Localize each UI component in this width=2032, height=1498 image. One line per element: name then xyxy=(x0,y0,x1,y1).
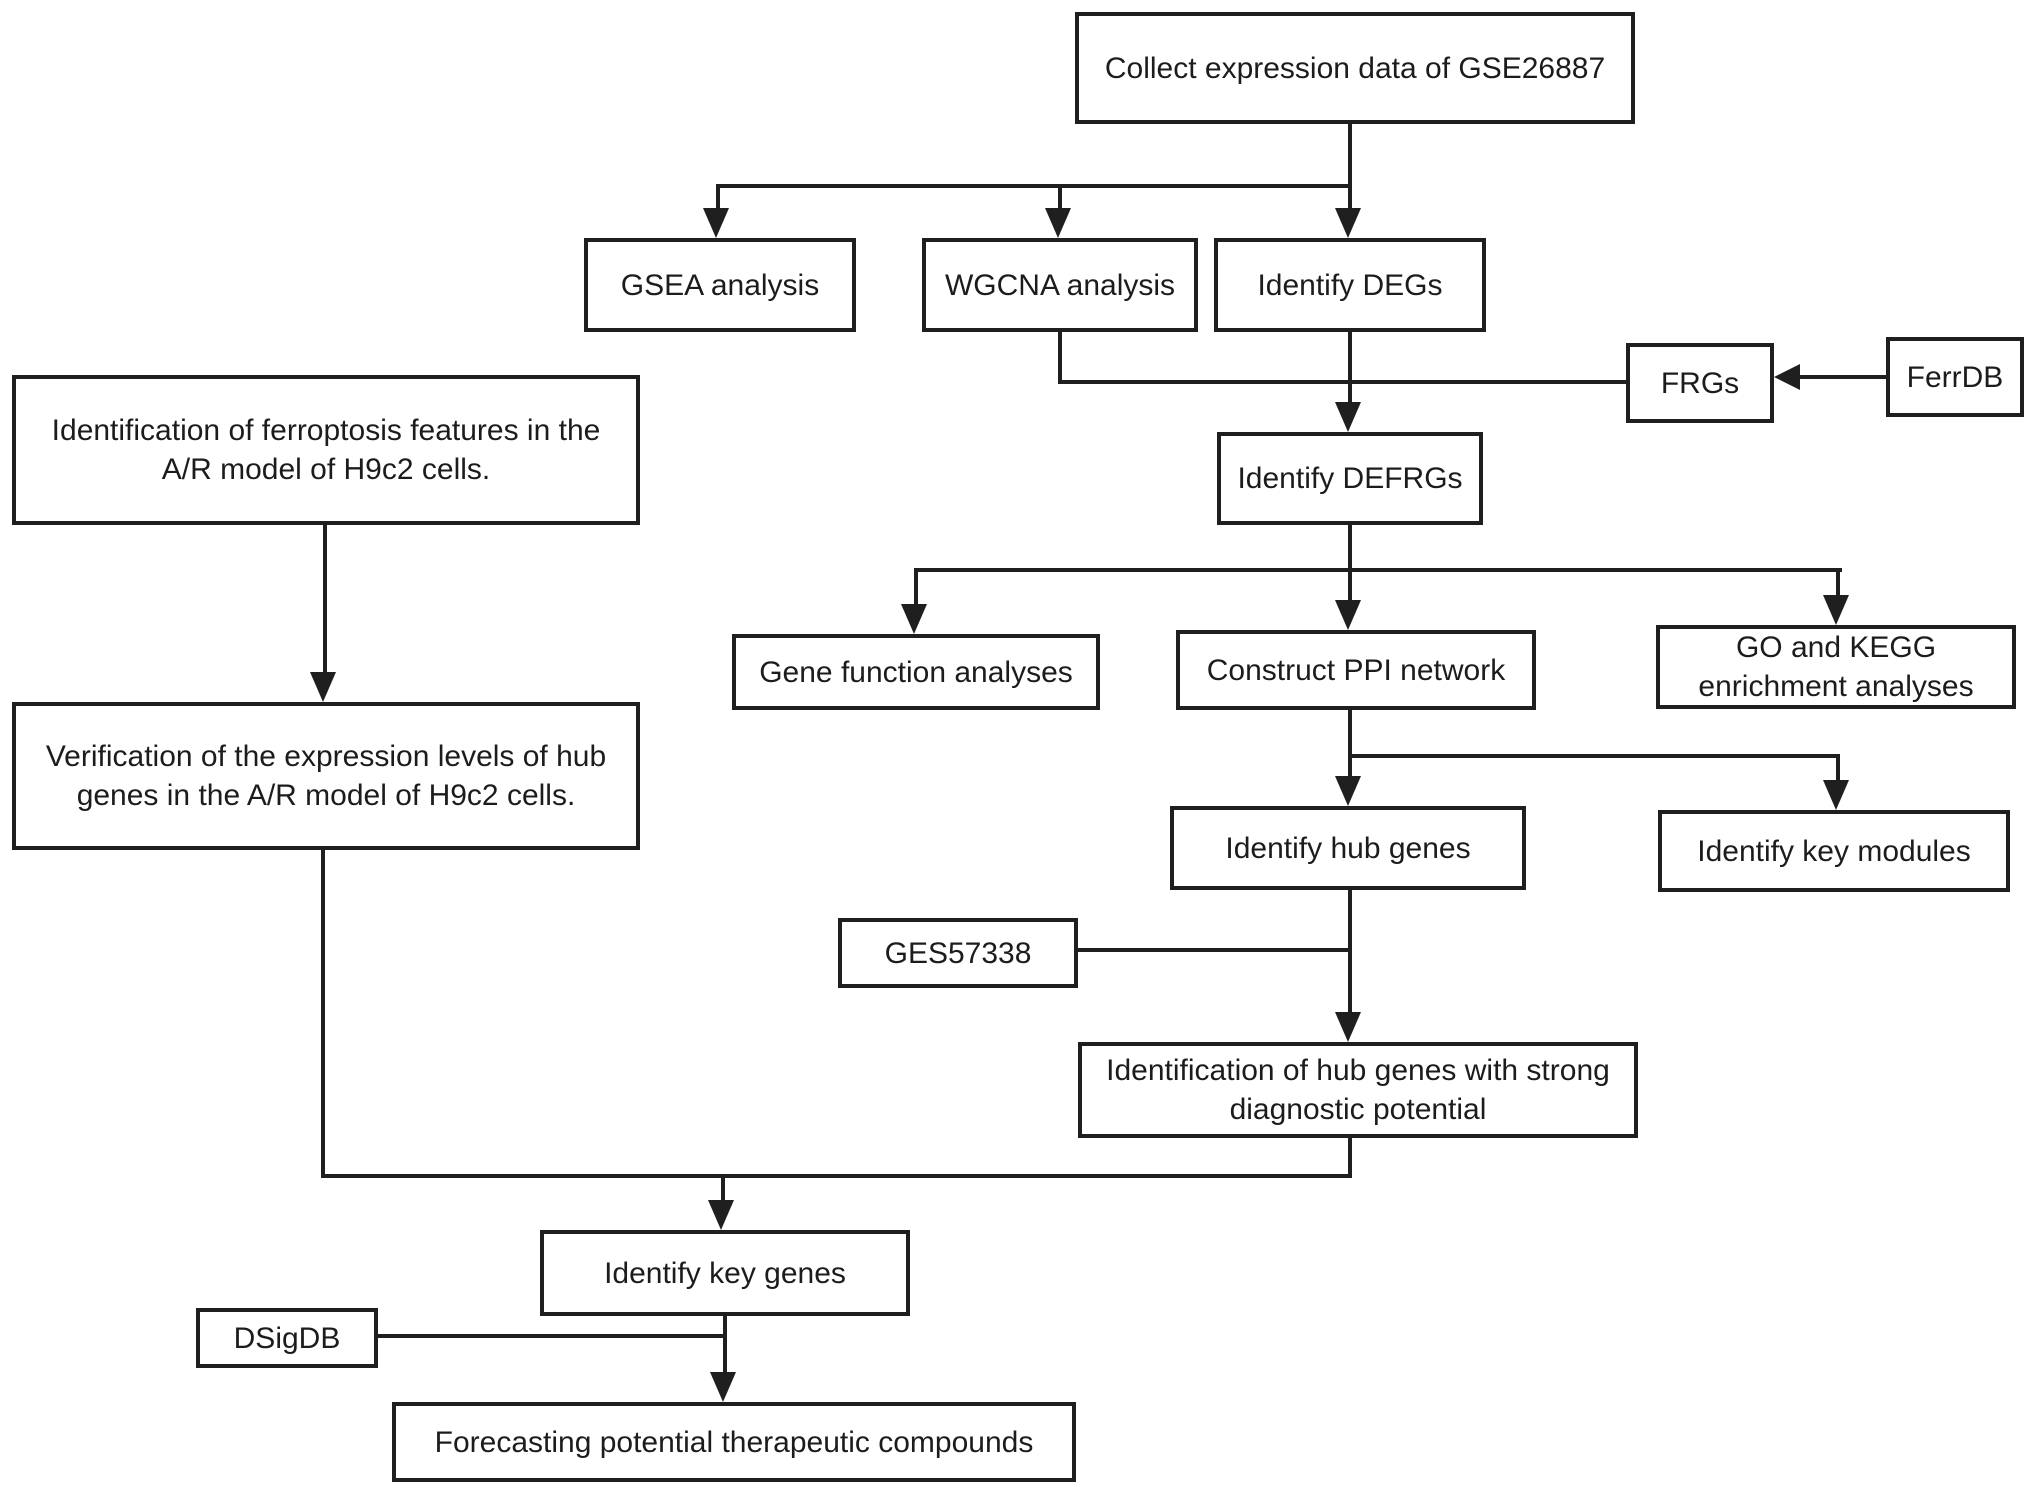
arrowhead-ppi xyxy=(1335,600,1361,630)
edge-keygenes-forecast xyxy=(723,1316,727,1376)
arrowhead-genefunc xyxy=(901,604,927,634)
arrowhead-gokegg xyxy=(1823,595,1849,625)
node-verification-expression: Verification of the expression levels of… xyxy=(12,702,640,850)
arrowhead-frgs xyxy=(1774,364,1800,390)
edge-left2-down xyxy=(321,850,325,1178)
edge-drop-wgcna xyxy=(1058,184,1062,212)
node-identify-key-genes: Identify key genes xyxy=(540,1230,910,1316)
node-gene-function-analyses: Gene function analyses xyxy=(732,634,1100,710)
edge-ges-join xyxy=(1078,948,1350,952)
node-identify-key-modules: Identify key modules xyxy=(1658,810,2010,892)
node-collect-expression-data: Collect expression data of GSE26887 xyxy=(1075,12,1635,124)
edge-drop-gokegg xyxy=(1836,568,1840,598)
node-wgcna-analysis: WGCNA analysis xyxy=(922,238,1198,332)
node-frgs: FRGs xyxy=(1626,343,1774,423)
node-gsea-analysis: GSEA analysis xyxy=(584,238,856,332)
node-go-kegg-enrichment: GO and KEGG enrichment analyses xyxy=(1656,625,2016,709)
node-identify-defrgs: Identify DEFRGs xyxy=(1217,432,1483,525)
edge-wgcna-down xyxy=(1058,332,1062,384)
edge-identhub-down xyxy=(1348,1138,1352,1178)
edge-defrgs-down xyxy=(1348,525,1352,572)
node-construct-ppi-network: Construct PPI network xyxy=(1176,630,1536,710)
edge-hubgenes-identhub xyxy=(1348,890,1352,1014)
edge-drop-keymodules xyxy=(1836,754,1840,784)
edge-ferrdb-frgs xyxy=(1798,375,1886,379)
edge-left1-left2 xyxy=(323,524,327,676)
edge-drop-keygenes xyxy=(721,1174,725,1204)
node-ferrdb: FerrDB xyxy=(1886,337,2024,417)
node-dsigdb: DSigDB xyxy=(196,1308,378,1368)
edge-degs-defrgs xyxy=(1348,332,1352,404)
edge-top-branch xyxy=(716,184,1352,188)
node-identify-degs: Identify DEGs xyxy=(1214,238,1486,332)
node-ges57338: GES57338 xyxy=(838,918,1078,988)
arrowhead-left2 xyxy=(310,672,336,702)
edge-drop-degs xyxy=(1348,184,1352,212)
edge-bottom-merge xyxy=(321,1174,1352,1178)
node-ferroptosis-features: Identification of ferroptosis features i… xyxy=(12,375,640,525)
arrowhead-defrgs xyxy=(1335,402,1361,432)
node-identify-hub-genes: Identify hub genes xyxy=(1170,806,1526,890)
edge-drop-gsea xyxy=(716,184,720,212)
arrowhead-forecast xyxy=(710,1372,736,1402)
edge-drop-ppi xyxy=(1348,568,1352,604)
edge-drop-genefunc xyxy=(914,568,918,608)
node-hub-genes-diagnostic: Identification of hub genes with strong … xyxy=(1078,1042,1638,1138)
arrowhead-identhub xyxy=(1335,1012,1361,1042)
arrowhead-keygenes xyxy=(708,1200,734,1230)
edge-dsigdb-join xyxy=(378,1334,725,1338)
node-forecast-compounds: Forecasting potential therapeutic compou… xyxy=(392,1402,1076,1482)
arrowhead-gsea xyxy=(703,208,729,238)
edge-to-frgs xyxy=(1058,380,1626,384)
arrowhead-degs xyxy=(1335,208,1361,238)
edge-ppi-branch xyxy=(1348,754,1840,758)
arrowhead-keymodules xyxy=(1823,780,1849,810)
edge-collect-down xyxy=(1348,124,1352,186)
arrowhead-hubgenes xyxy=(1335,776,1361,806)
edge-ppi-hubgenes xyxy=(1348,710,1352,778)
arrowhead-wgcna xyxy=(1045,208,1071,238)
edge-mid-branch xyxy=(914,568,1842,572)
